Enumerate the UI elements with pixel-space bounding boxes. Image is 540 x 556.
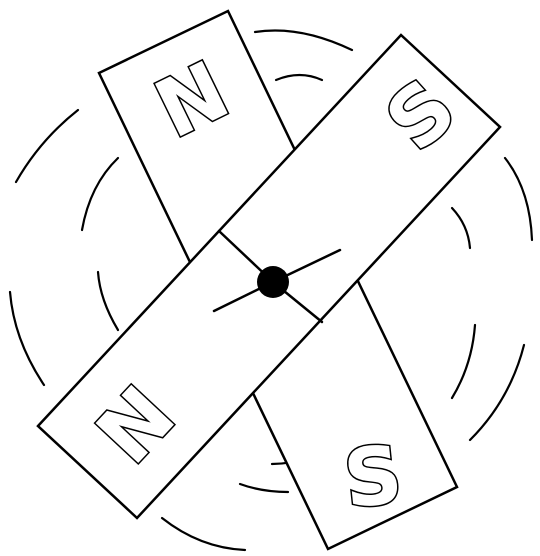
pivot-point (257, 266, 289, 298)
field-arc (470, 345, 524, 440)
field-arc (10, 292, 44, 385)
magnet-a-end-2-label: S (339, 428, 406, 527)
field-arc (505, 158, 532, 240)
field-arc (255, 30, 352, 50)
field-arc (16, 110, 78, 182)
field-arc (452, 208, 470, 248)
field-arc (82, 158, 118, 230)
field-arc (452, 325, 475, 398)
field-arc (240, 484, 288, 492)
field-arc (162, 518, 245, 550)
field-arc (98, 272, 118, 330)
field-arc (276, 75, 322, 80)
